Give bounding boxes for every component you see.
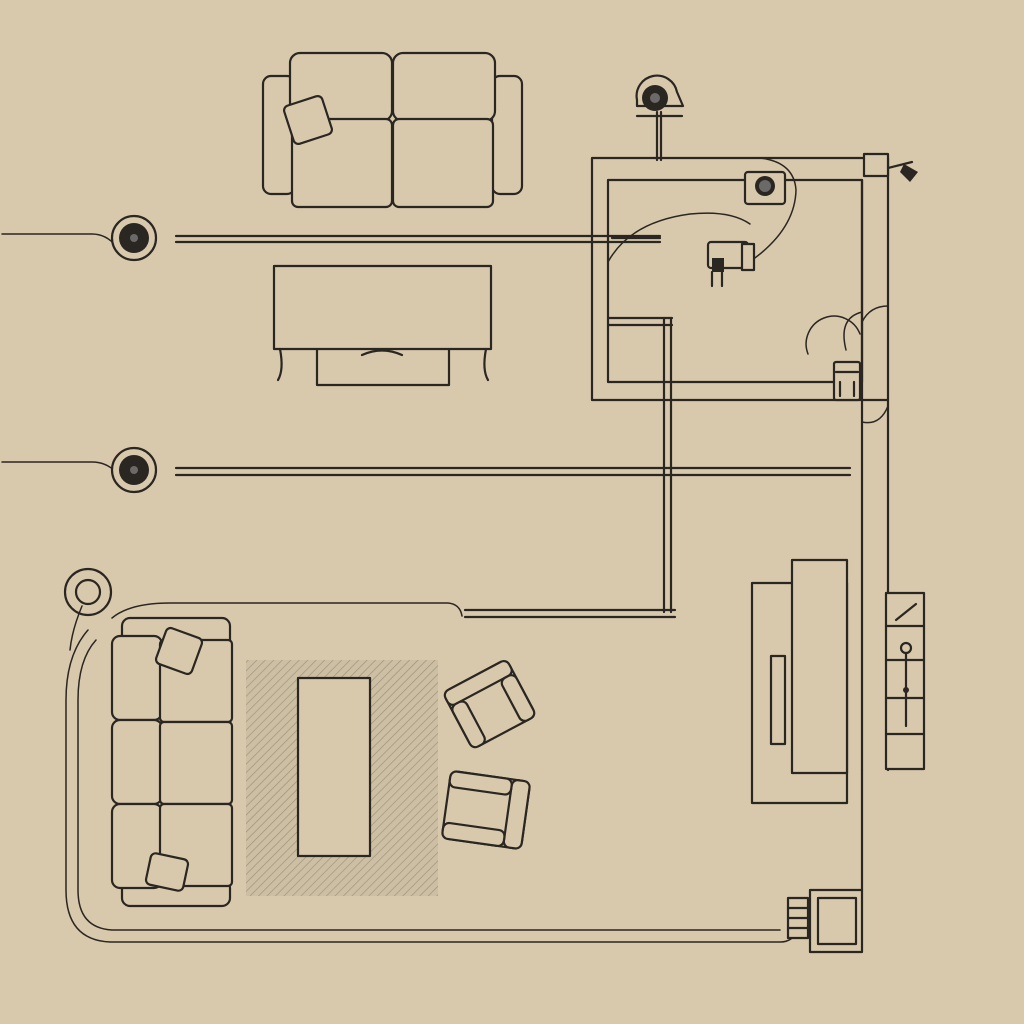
lower-room-outline [65,602,864,943]
speaker-left-upper-icon [1,214,158,262]
floor-lamp-icon [63,567,113,651]
door-sensor-icon [862,152,918,182]
pillow-icon [154,626,204,676]
wall-shelf [884,591,926,771]
speaker-left-lower-icon [1,446,158,494]
wall-outlet-icon [832,360,862,402]
pillow-icon [144,852,190,892]
pillow-icon [282,94,334,146]
side-table [786,888,864,954]
desk-chair-icon [706,240,756,288]
lower-sectional-sofa [110,616,234,908]
armchair-upper [443,659,536,749]
lower-coffee-table [296,676,372,858]
tv-console [750,558,849,805]
conduit-lines [174,234,852,619]
upper-sofa [261,51,524,209]
armchair-lower [441,770,531,850]
monitor-icon [743,170,787,206]
upper-coffee-table [272,264,493,387]
ceiling-camera-icon [635,74,685,162]
